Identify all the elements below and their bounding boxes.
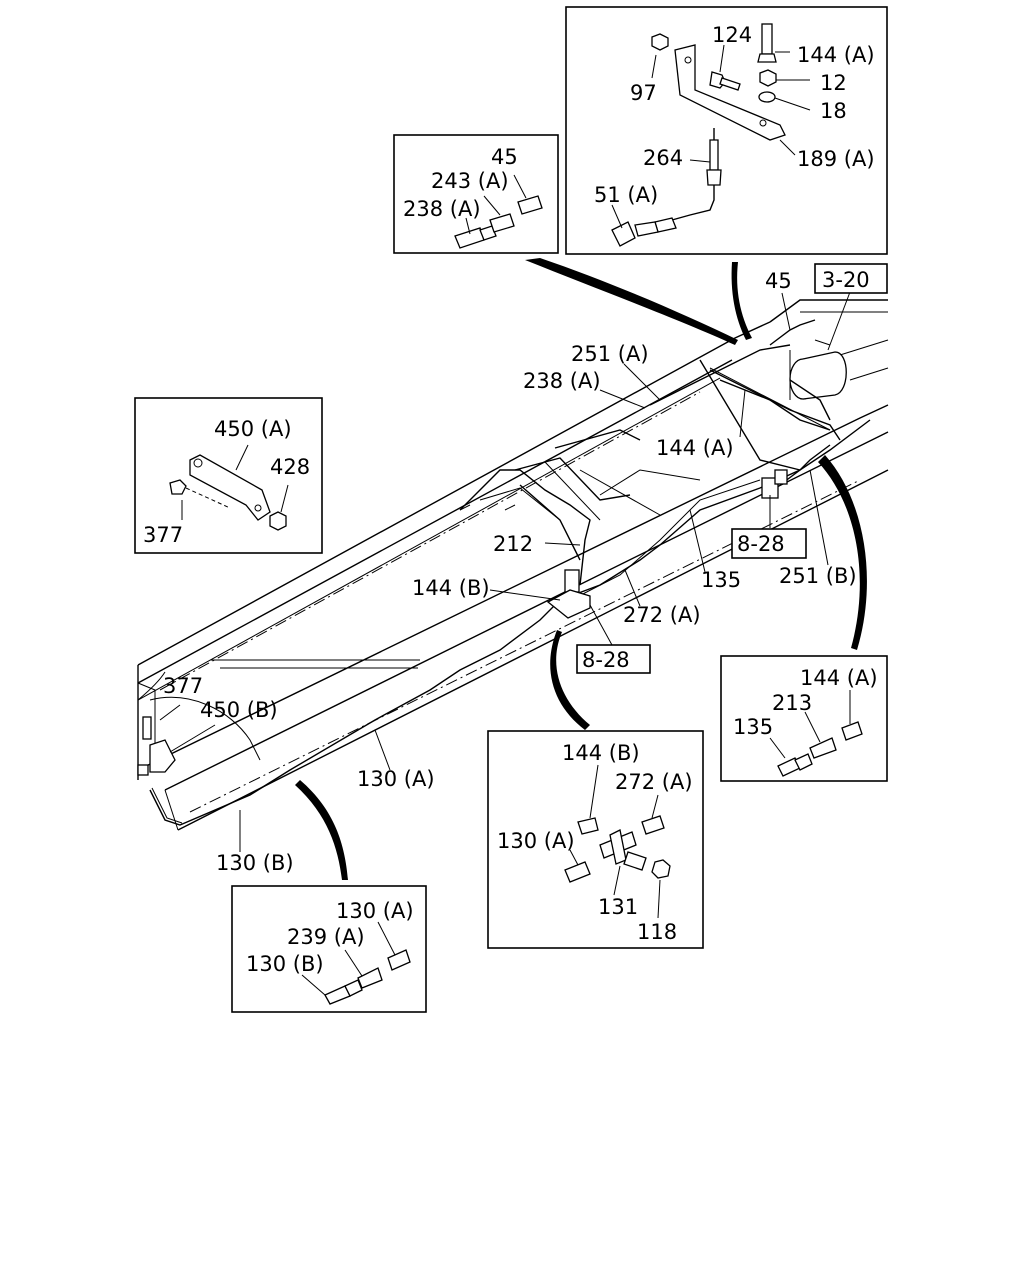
detail-box-union bbox=[231, 885, 427, 1013]
label-b2-238a: 238 (A) bbox=[403, 197, 481, 221]
label-b5-131: 131 bbox=[598, 895, 638, 919]
detail-box-cross-fitting bbox=[487, 730, 704, 949]
detail-box-right-connector bbox=[720, 655, 888, 782]
label-m-3-20: 3-20 bbox=[822, 268, 870, 292]
label-b1-124: 124 bbox=[712, 23, 752, 47]
label-b1-12: 12 bbox=[820, 71, 847, 95]
label-m-130b: 130 (B) bbox=[216, 851, 294, 875]
label-b1-144a: 144 (A) bbox=[797, 43, 875, 67]
label-m-251a: 251 (A) bbox=[571, 342, 649, 366]
brake-pipes bbox=[149, 319, 871, 826]
label-b5-118: 118 bbox=[637, 920, 677, 944]
label-m-8-28-center: 8-28 bbox=[582, 648, 630, 672]
label-b2-243a: 243 (A) bbox=[431, 169, 509, 193]
air-tank bbox=[789, 339, 847, 400]
label-b5-144b: 144 (B) bbox=[562, 741, 640, 765]
label-b1-97: 97 bbox=[630, 81, 657, 105]
leader-lines bbox=[159, 291, 851, 852]
detail-box-bracket bbox=[565, 6, 888, 255]
label-b4-135: 135 bbox=[733, 715, 773, 739]
label-m-130a: 130 (A) bbox=[357, 767, 435, 791]
label-m-135: 135 bbox=[701, 568, 741, 592]
label-b1-264: 264 bbox=[643, 146, 683, 170]
label-b5-130a: 130 (A) bbox=[497, 829, 575, 853]
callout-arrows bbox=[295, 258, 867, 880]
detail-box-bracket-450a bbox=[134, 397, 323, 554]
label-m-45: 45 bbox=[765, 269, 792, 293]
label-b5-272a: 272 (A) bbox=[615, 770, 693, 794]
rear-bracket bbox=[137, 716, 176, 776]
reference-boxes bbox=[576, 263, 888, 674]
label-m-251b: 251 (B) bbox=[779, 564, 857, 588]
detail-box-connector bbox=[393, 134, 559, 254]
label-b3-428: 428 bbox=[270, 455, 310, 479]
label-m-212: 212 bbox=[493, 532, 533, 556]
labels: 124 144 (A) 97 12 18 264 189 (A) 51 (A) … bbox=[143, 23, 878, 976]
label-b3-377: 377 bbox=[143, 523, 183, 547]
label-b4-144a: 144 (A) bbox=[800, 666, 878, 690]
tee-valve bbox=[546, 469, 788, 619]
label-m-450b: 450 (B) bbox=[200, 698, 278, 722]
label-b2-45: 45 bbox=[491, 145, 518, 169]
label-b3-450a: 450 (A) bbox=[214, 417, 292, 441]
label-m-8-28-right: 8-28 bbox=[737, 532, 785, 556]
label-b6-130a: 130 (A) bbox=[336, 899, 414, 923]
label-b1-18: 18 bbox=[820, 99, 847, 123]
label-b6-130b: 130 (B) bbox=[246, 952, 324, 976]
label-m-144a: 144 (A) bbox=[656, 436, 734, 460]
label-m-144b: 144 (B) bbox=[412, 576, 490, 600]
label-b1-51a: 51 (A) bbox=[594, 183, 658, 207]
label-m-377: 377 bbox=[163, 674, 203, 698]
label-m-238a: 238 (A) bbox=[523, 369, 601, 393]
label-b4-213: 213 bbox=[772, 691, 812, 715]
label-m-272a: 272 (A) bbox=[623, 603, 701, 627]
label-b1-189a: 189 (A) bbox=[797, 147, 875, 171]
label-b6-239a: 239 (A) bbox=[287, 925, 365, 949]
